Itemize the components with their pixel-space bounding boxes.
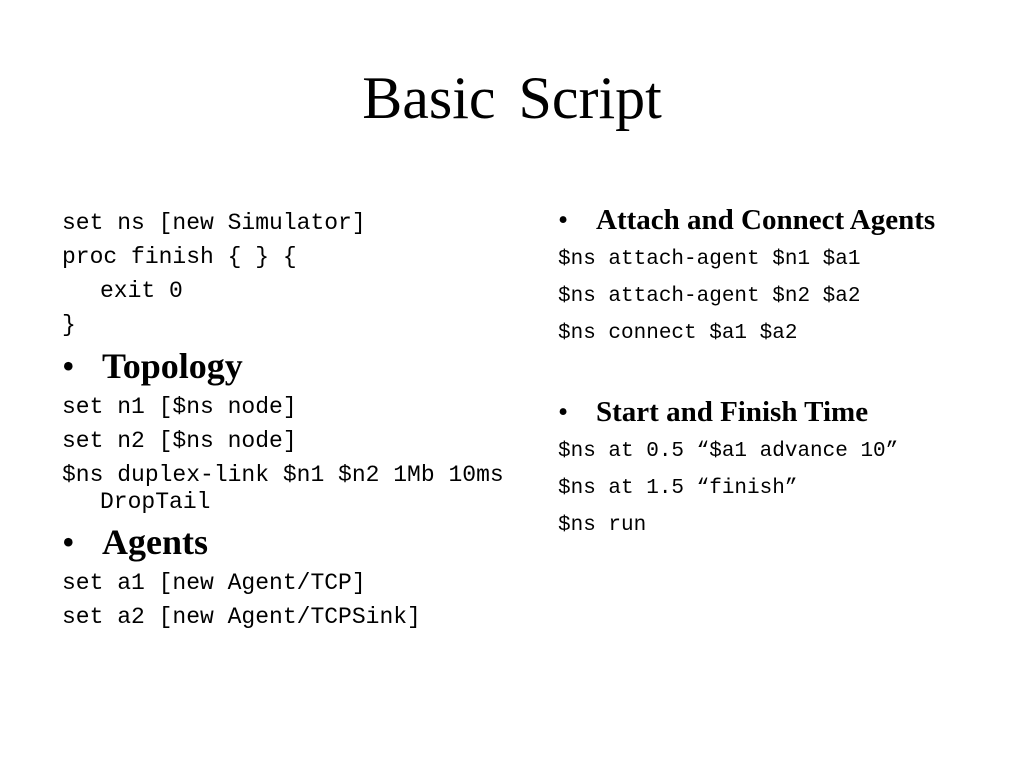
bullet-label: Topology: [102, 346, 243, 386]
bullet-label: Start and Finish Time: [596, 396, 869, 428]
code-line: $ns connect $a1 $a2: [558, 322, 798, 345]
bullet-agents: • Agents: [62, 520, 532, 564]
code-line: $ns at 1.5 “finish”: [558, 477, 798, 500]
code-line: }: [62, 312, 76, 338]
bullet-dot-icon: •: [62, 522, 75, 562]
code-line: exit 0: [100, 278, 183, 304]
bullet-label: Agents: [102, 522, 208, 562]
spacer: [558, 352, 998, 392]
code-line: $ns at 0.5 “$a1 advance 10”: [558, 440, 899, 463]
code-line: set a1 [new Agent/TCP]: [62, 570, 366, 596]
code-line: $ns duplex-link $n1 $n2 1Mb 10ms DropTai…: [62, 462, 504, 515]
slide-title: Basic Script: [362, 65, 662, 131]
bullet-topology: • Topology: [62, 344, 532, 388]
code-line: $ns attach-agent $n2 $a2: [558, 285, 861, 308]
bullet-dot-icon: •: [62, 346, 75, 386]
bullet-label: Attach and Connect Agents: [596, 204, 936, 236]
code-line: set n2 [$ns node]: [62, 428, 297, 454]
code-line: $ns attach-agent $n1 $a1: [558, 248, 861, 271]
code-line: proc finish { } {: [62, 244, 297, 270]
bullet-dot-icon: •: [558, 204, 569, 236]
right-column: • Attach and Connect Agents $ns attach-a…: [558, 200, 998, 544]
code-line: set n1 [$ns node]: [62, 394, 297, 420]
bullet-dot-icon: •: [558, 396, 569, 428]
bullet-attach-connect: • Attach and Connect Agents: [558, 200, 998, 241]
left-column: set ns [new Simulator] proc finish { } {…: [62, 206, 532, 634]
code-line: set ns [new Simulator]: [62, 210, 366, 236]
code-line: $ns run: [558, 514, 647, 537]
bullet-start-finish: • Start and Finish Time: [558, 392, 998, 433]
code-line: set a2 [new Agent/TCPSink]: [62, 604, 421, 630]
